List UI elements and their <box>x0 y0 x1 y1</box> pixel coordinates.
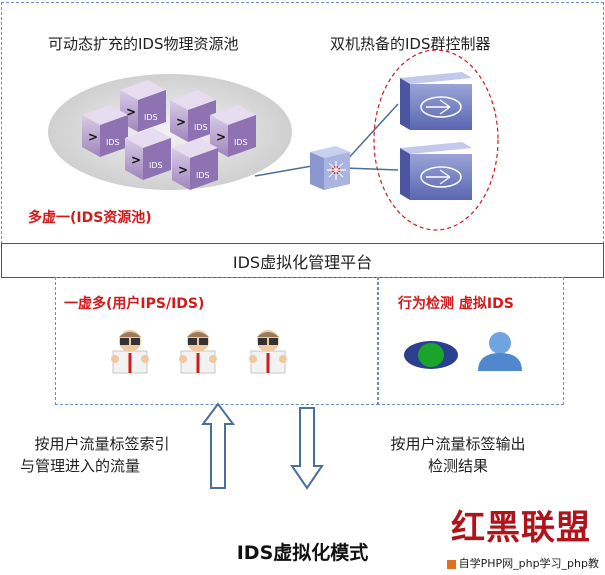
bottom-graphics <box>111 330 522 374</box>
one-to-many-label: 一虚多(用户IPS/IDS) <box>64 296 205 312</box>
observer-icon-2 <box>179 330 217 374</box>
link-switch-ctrl1 <box>344 103 399 163</box>
behavior-detect-label: 行为检测 虚拟IDS <box>398 296 514 312</box>
svg-text:IDS: IDS <box>194 123 208 132</box>
top-graphics: > IDS > IDS > IDS > IDS > IDS > IDS <box>48 49 499 231</box>
pool-label: 多虚一(IDS资源池) <box>28 210 152 226</box>
watermark-site: 自学PHP网_php学习_php教 <box>446 555 599 571</box>
svg-text:IDS: IDS <box>196 171 210 180</box>
arrows <box>201 402 324 490</box>
inbound-line-1: 按用户流量标签索引 <box>34 435 170 453</box>
up-arrow-icon <box>201 402 235 489</box>
svg-text:>: > <box>88 130 98 144</box>
ids-cube-3: > IDS <box>82 105 128 157</box>
down-arrow-icon <box>290 407 324 490</box>
svg-text:>: > <box>216 130 226 144</box>
svg-text:>: > <box>178 163 188 177</box>
observer-icon-1 <box>111 330 149 374</box>
svg-text:IDS: IDS <box>144 113 158 122</box>
platform-label: IDS虚拟化管理平台 <box>232 252 373 272</box>
ids-controller-2 <box>400 142 472 200</box>
watermark-logo: 红黑联盟 <box>451 508 591 548</box>
switch-icon <box>310 146 350 190</box>
svg-text:IDS: IDS <box>234 138 248 147</box>
inbound-traffic-text: 按用户流量标签索引 与管理进入的流量 <box>12 433 192 477</box>
outbound-line-1: 按用户流量标签输出 <box>390 435 526 453</box>
pool-title: 可动态扩充的IDS物理资源池 <box>48 35 239 53</box>
svg-text:>: > <box>131 153 141 167</box>
diagram-title: IDS虚拟化模式 <box>236 542 369 564</box>
outbound-line-2: 检测结果 <box>427 457 488 475</box>
ids-cube-2: > IDS <box>170 90 216 142</box>
site-badge-icon <box>446 559 456 569</box>
eye-icon <box>404 341 458 369</box>
svg-text:IDS: IDS <box>149 161 163 170</box>
ids-cube-5: > IDS <box>125 128 171 180</box>
controller-title: 双机热备的IDS群控制器 <box>330 35 491 53</box>
ids-cube-6: > IDS <box>172 138 218 190</box>
link-pool-switch <box>254 165 313 177</box>
watermark-site-text: 自学PHP网_php学习_php教 <box>458 557 599 570</box>
svg-text:>: > <box>176 115 186 129</box>
management-platform: IDS虚拟化管理平台 <box>1 243 604 278</box>
ids-controller-1 <box>400 72 472 130</box>
observer-icon-3 <box>249 330 287 374</box>
controller-group-ring <box>373 49 499 231</box>
svg-text:IDS: IDS <box>106 138 120 147</box>
svg-text:>: > <box>126 105 136 119</box>
link-switch-ctrl2 <box>344 167 399 171</box>
bottom-right-region <box>377 277 564 405</box>
user-icon <box>478 332 522 371</box>
inbound-line-2: 与管理进入的流量 <box>20 457 141 475</box>
outbound-result-text: 按用户流量标签输出 检测结果 <box>368 433 548 477</box>
ids-cube-1: > IDS <box>120 80 166 132</box>
